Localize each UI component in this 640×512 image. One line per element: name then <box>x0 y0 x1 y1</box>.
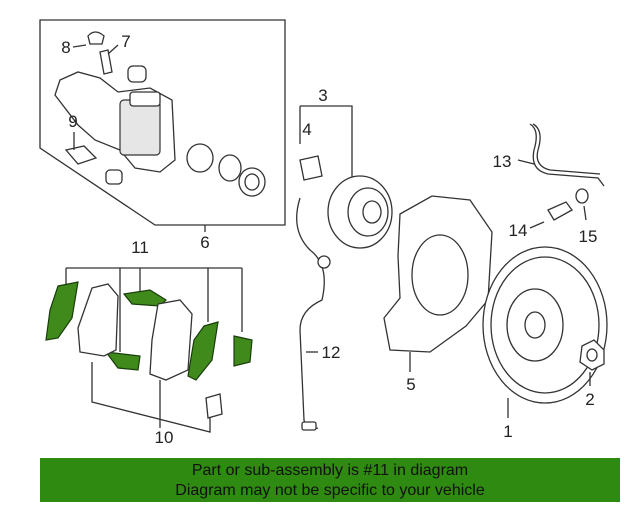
brake-rotor-rim <box>490 256 600 394</box>
rotor-group <box>482 246 608 418</box>
callout-12[interactable]: 12 <box>322 343 341 362</box>
brake-hose-outline <box>532 123 601 175</box>
leader-15 <box>583 205 587 221</box>
guide-pin-boot <box>127 65 147 83</box>
bracket-10 <box>91 362 211 433</box>
bleeder-screw <box>99 49 113 75</box>
leader-14 <box>529 221 545 229</box>
abs-sensor-connector <box>301 421 317 431</box>
hose-washer <box>575 188 589 204</box>
callout-3[interactable]: 3 <box>318 86 327 105</box>
brake-hose-group <box>517 123 605 229</box>
rotor-center-bore <box>524 311 546 339</box>
pad-spring-clip <box>205 393 223 419</box>
piston-seal <box>218 154 242 182</box>
callout-11[interactable]: 11 <box>131 238 149 257</box>
callout-5[interactable]: 5 <box>406 375 415 394</box>
callout-13[interactable]: 13 <box>493 152 512 171</box>
dust-shield-group <box>383 195 493 372</box>
abs-sensor-grommet <box>317 255 331 269</box>
bolt-boot <box>105 169 123 185</box>
wheel-hub-center <box>362 200 382 224</box>
hose-banjo-bolt <box>547 201 573 221</box>
brake-pad-kit-group <box>45 267 253 433</box>
brake-pad-outer <box>77 283 119 357</box>
piston-dust-boot-inner <box>244 173 260 191</box>
hub-bolt <box>299 155 323 181</box>
brake-hose <box>529 123 605 187</box>
leader-13 <box>517 159 535 165</box>
rotor-hat <box>506 288 564 362</box>
abs-sensor-group <box>296 197 331 431</box>
caliper-assembly-box <box>39 19 286 226</box>
callout-6[interactable]: 6 <box>200 233 209 252</box>
callout-14[interactable]: 14 <box>509 221 528 240</box>
bracket-11-drops <box>65 268 243 352</box>
callout-15[interactable]: 15 <box>579 227 598 246</box>
bleeder-cap <box>87 31 105 45</box>
callout-1[interactable]: 1 <box>503 422 512 441</box>
pad-clip-lower <box>104 351 141 371</box>
leader-7 <box>107 44 119 55</box>
callout-2[interactable]: 2 <box>585 390 594 409</box>
banner-line-2: Diagram may not be specific to your vehi… <box>175 482 485 499</box>
callout-10[interactable]: 10 <box>155 428 174 447</box>
caliper-cap <box>129 91 161 107</box>
parts-diagram: 1 2 3 4 5 6 7 8 9 10 11 12 13 14 15 <box>39 19 608 447</box>
callout-8[interactable]: 8 <box>61 38 70 57</box>
hub-nut-hole <box>586 348 598 362</box>
leader-8 <box>72 44 87 48</box>
wheel-hub-face <box>347 187 389 237</box>
brake-pad-inner <box>149 299 193 381</box>
hub-nut <box>579 339 605 371</box>
pad-shim-outer-left <box>45 281 79 341</box>
caliper-piston <box>186 143 214 173</box>
dust-shield <box>383 195 493 353</box>
banner-line-1: Part or sub-assembly is #11 in diagram <box>191 462 469 479</box>
guide-bolt <box>64 145 98 165</box>
hub-group <box>299 105 393 249</box>
callout-9[interactable]: 9 <box>68 112 77 131</box>
abs-sensor-wire <box>296 197 325 430</box>
pad-shim-inner-right <box>187 321 219 381</box>
dust-shield-opening <box>411 234 469 316</box>
piston-dust-boot <box>238 167 266 197</box>
caliper-assembly-group <box>39 19 286 232</box>
callout-7[interactable]: 7 <box>121 32 130 51</box>
bracket-3 <box>299 105 353 182</box>
pad-wear-indicator <box>233 335 253 367</box>
info-banner: Part or sub-assembly is #11 in diagram D… <box>40 458 620 502</box>
callout-4[interactable]: 4 <box>302 120 311 139</box>
caliper-piston-housing <box>119 99 161 156</box>
